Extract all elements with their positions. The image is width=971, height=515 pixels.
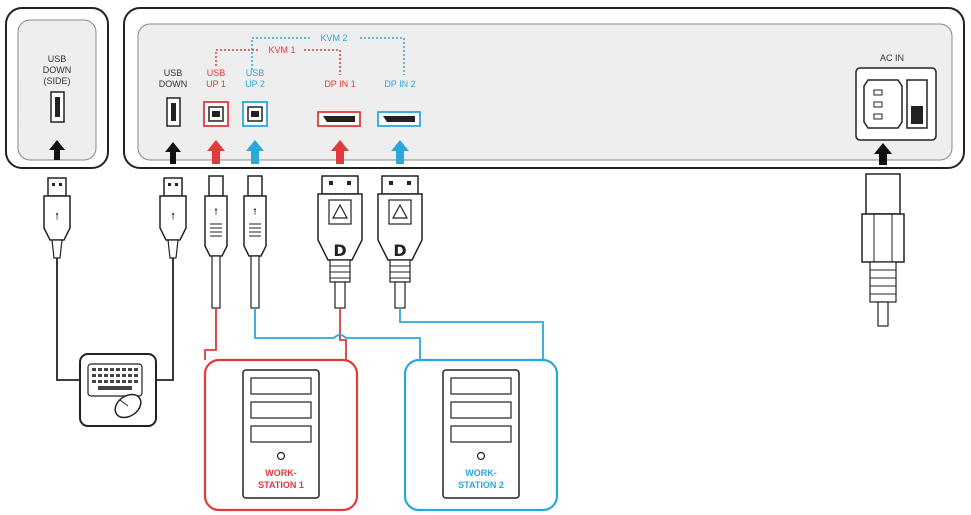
side-panel: USB DOWN (SIDE) — [5, 7, 109, 169]
up-arrow-icon — [246, 140, 264, 164]
computer-tower-icon — [442, 369, 520, 499]
kvm1-label: KVM 1 — [268, 45, 295, 55]
usb-down-side-label-line1: USB — [48, 54, 67, 64]
ac-in-label: AC IN — [880, 53, 904, 63]
power-plug-icon — [861, 173, 905, 327]
usb-up2-port[interactable] — [242, 101, 268, 127]
workstation-2: WORK- STATION 2 — [403, 358, 559, 512]
usb-down-label-line1: USB — [164, 68, 183, 78]
usb-up2-label-line2: UP 2 — [245, 79, 265, 89]
power-switch-icon[interactable] — [906, 79, 928, 129]
displayport-plug-icon: D — [377, 175, 423, 309]
up-arrow-icon — [331, 140, 349, 164]
kvm2-bracket: KVM 2 — [251, 32, 405, 75]
dp-in2-port[interactable] — [377, 111, 421, 127]
svg-text:⭫: ⭫ — [253, 207, 257, 218]
up-arrow-icon — [874, 143, 892, 165]
displayport-plug-icon: D — [317, 175, 363, 309]
kvm1-bracket: KVM 1 — [215, 44, 341, 75]
workstation-1-label-line1: WORK- — [265, 468, 297, 478]
usb-up1-label-line2: UP 1 — [206, 79, 226, 89]
monitor-rear-panel: KVM 2 KVM 1 USB DOWN USB UP 1 USB UP 2 D… — [123, 7, 965, 169]
dp-in1-label: DP IN 1 — [324, 79, 355, 89]
usb-a-plug-icon: ⭫ — [159, 177, 187, 259]
svg-text:D: D — [393, 241, 406, 260]
computer-tower-icon — [242, 369, 320, 499]
usb-up1-label-line1: USB — [207, 68, 226, 78]
up-arrow-icon — [49, 140, 65, 160]
workstation-2-label-line1: WORK- — [465, 468, 497, 478]
svg-text:⭫: ⭫ — [55, 210, 59, 223]
usb-b-plug-icon: ⭫ — [204, 175, 228, 309]
usb-down-label-line2: DOWN — [159, 79, 188, 89]
keyboard-mouse-box — [79, 353, 157, 427]
svg-text:D: D — [333, 241, 346, 260]
dp-in2-label: DP IN 2 — [384, 79, 415, 89]
usb-a-plug-icon: ⭫ — [43, 177, 71, 259]
workstation-1-label-line2: STATION 1 — [258, 480, 304, 490]
usb-b-plug-icon: ⭫ — [243, 175, 267, 309]
workstation-1: WORK- STATION 1 — [203, 358, 359, 512]
usb-down-side-label-line3: (SIDE) — [44, 76, 71, 86]
ac-in-socket[interactable] — [855, 67, 937, 141]
usb-up1-port[interactable] — [203, 101, 229, 127]
dp-in1-port[interactable] — [317, 111, 361, 127]
svg-text:⭫: ⭫ — [171, 210, 175, 223]
workstation-2-label-line2: STATION 2 — [458, 480, 504, 490]
kvm2-label: KVM 2 — [320, 33, 347, 43]
usb-down-port[interactable] — [166, 97, 181, 127]
usb-down-side-label-line2: DOWN — [43, 65, 72, 75]
keyboard-icon — [87, 363, 143, 397]
cables — [56, 258, 544, 381]
up-arrow-icon — [165, 142, 181, 164]
svg-text:⭫: ⭫ — [214, 207, 218, 218]
usb-up2-label-line1: USB — [246, 68, 265, 78]
mouse-icon — [114, 393, 142, 419]
usb-down-side-port[interactable] — [50, 91, 65, 123]
up-arrow-icon — [207, 140, 225, 164]
up-arrow-icon — [391, 140, 409, 164]
